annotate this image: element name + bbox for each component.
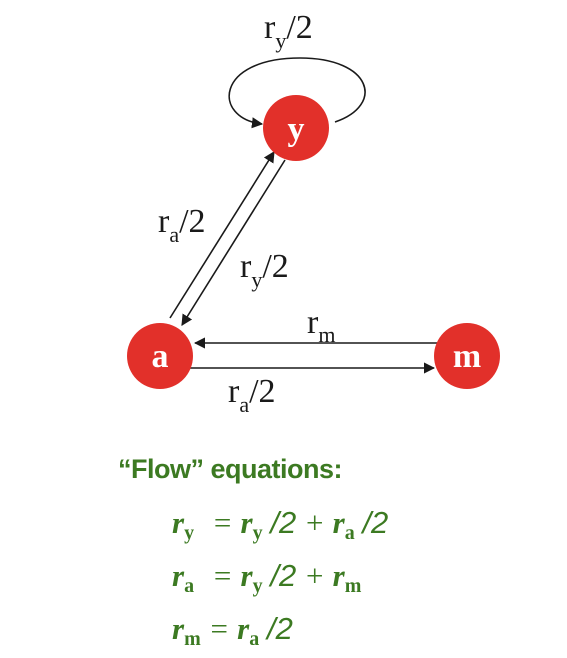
edge-y-to-a [181,159,286,326]
equation-rm: rm = ra /2 [172,611,293,650]
edge-y-self-loop [228,57,366,129]
node-y: y [263,95,329,161]
svg-text:m: m [453,338,481,375]
equation-ra: ra = ry /2 + rm [172,558,362,597]
label-m-to-a: rm [307,304,335,347]
edge-a-to-y [169,151,275,319]
label-a-to-y: ra/2 [158,203,206,247]
node-m: m [434,323,500,389]
svg-text:a: a [152,338,169,375]
node-a: a [127,323,193,389]
label-y-self: ry/2 [264,9,313,53]
label-a-to-m: ra/2 [228,373,276,417]
equations-title: “Flow” equations: [118,454,343,484]
graph-canvas: ry/2 ra/2 ry/2 rm ra/2 y a m [127,9,500,417]
equation-ry: ry = ry /2 + ra /2 [172,505,389,544]
svg-text:y: y [288,111,305,148]
label-y-to-a: ry/2 [240,248,289,292]
